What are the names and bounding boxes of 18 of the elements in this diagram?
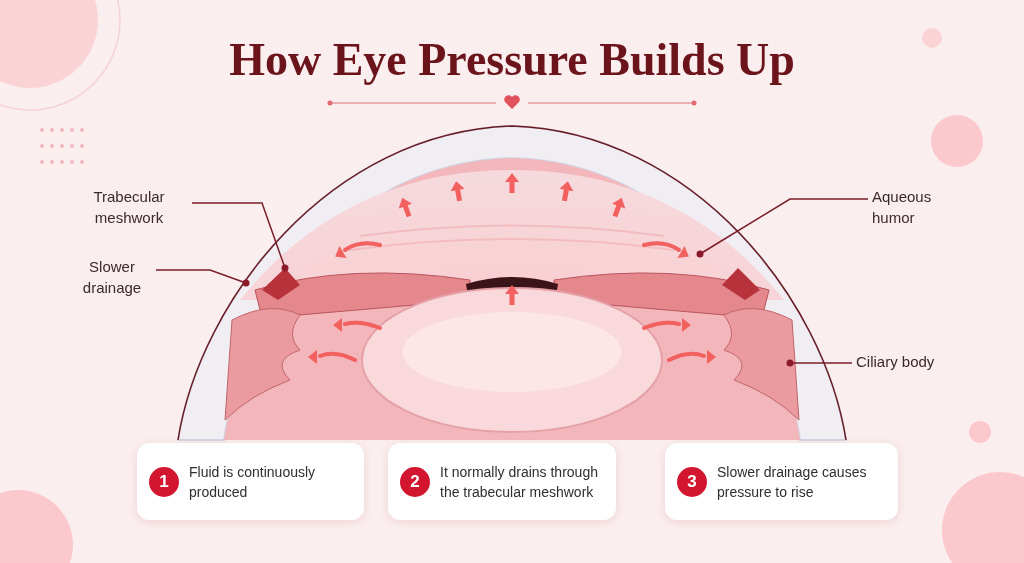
step-card xyxy=(388,443,616,520)
step-number: 1 xyxy=(149,466,179,497)
step-number: 3 xyxy=(677,466,707,497)
step-card xyxy=(137,443,364,520)
leader-line xyxy=(696,198,869,258)
step-text: It normally drains through the trabecular meshwork xyxy=(440,462,599,502)
leader-line xyxy=(191,202,289,272)
leader-line xyxy=(155,269,250,287)
part-label: Ciliary body xyxy=(856,351,956,372)
step-text: Slower drainage causes pressure to rise xyxy=(717,462,868,502)
step-card xyxy=(665,443,898,520)
part-label: Aqueous humor xyxy=(872,186,952,228)
leader-line xyxy=(786,359,853,367)
step-number: 2 xyxy=(400,466,430,497)
title: How Eye Pressure Builds Up xyxy=(229,33,795,87)
part-label: Trabecular meshwork xyxy=(70,186,188,228)
step-text: Fluid is continuously produced xyxy=(189,462,317,502)
part-label: Slower drainage xyxy=(72,256,152,298)
